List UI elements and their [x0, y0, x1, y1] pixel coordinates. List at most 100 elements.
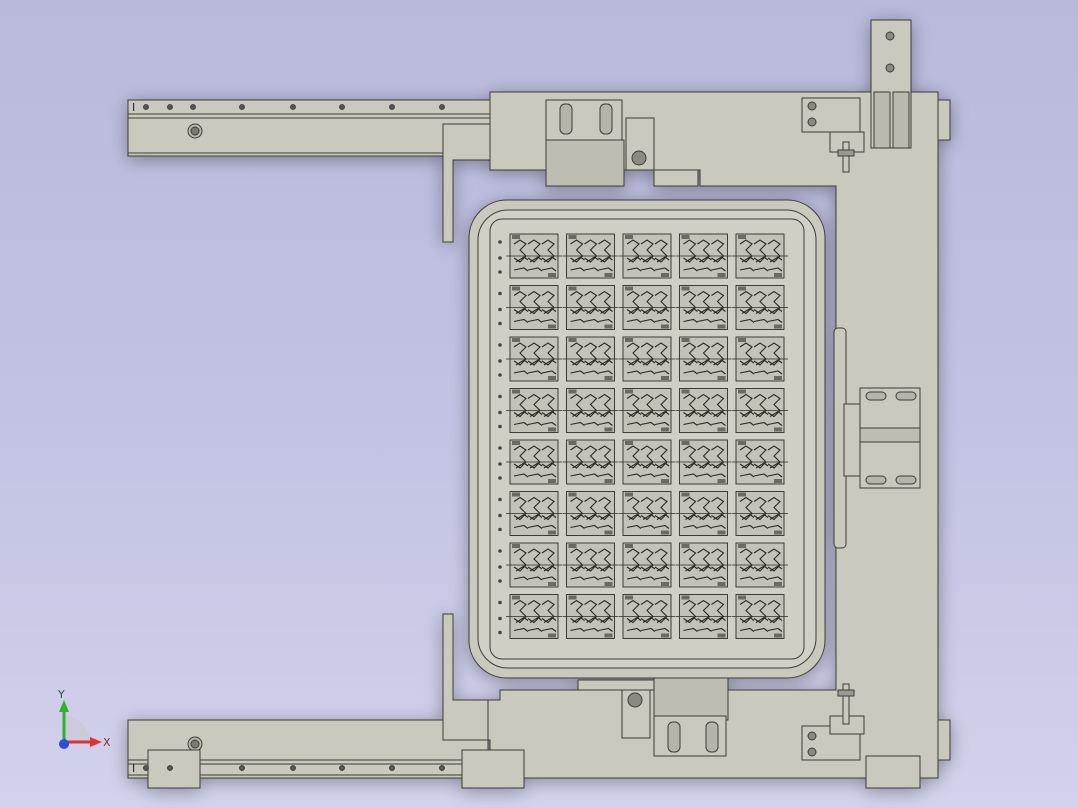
slide-block-right[interactable] [865, 755, 921, 789]
tray-part-cell[interactable] [619, 491, 675, 536]
bolt-hole [339, 765, 345, 771]
tray-part-cell[interactable] [732, 336, 788, 382]
tray-part-cell[interactable] [619, 594, 675, 639]
tray-pin [498, 321, 502, 326]
tray-part-cell[interactable] [562, 491, 619, 536]
tray-pin [498, 291, 502, 296]
tray-pin [498, 270, 502, 274]
tray-part-cell[interactable] [506, 439, 562, 485]
top-left-rail[interactable] [127, 99, 491, 157]
tray-part-cell[interactable] [506, 491, 562, 536]
tray-part-cell[interactable] [562, 233, 619, 279]
x-axis-arrowhead [90, 737, 102, 747]
bottom-clamp-block[interactable] [577, 675, 729, 757]
tray-part-cell[interactable] [675, 594, 732, 639]
tray-part-cell[interactable] [562, 594, 619, 639]
tray-part-cell[interactable] [506, 388, 562, 433]
slide-block-left[interactable] [147, 749, 201, 789]
tray-pin [498, 373, 502, 377]
bolt-hole [389, 104, 395, 110]
tray-part-cell[interactable] [732, 439, 788, 485]
tray-part-cell[interactable] [675, 388, 732, 433]
tray-part-cell[interactable] [562, 285, 619, 330]
tray-pin [498, 513, 502, 518]
bolt-hole [339, 104, 345, 110]
bolt-hole [143, 104, 149, 110]
tray-part-cell[interactable] [562, 542, 619, 588]
tray-pin [498, 565, 502, 569]
bolt-holes [143, 104, 445, 771]
tray-pin [498, 343, 502, 347]
tray-part-cell[interactable] [619, 542, 675, 588]
tray-pin [498, 394, 502, 399]
tray-part-cell[interactable] [562, 336, 619, 382]
corner-bracket[interactable] [870, 19, 912, 149]
tray-pin [498, 462, 502, 466]
top-rail-label: I [132, 101, 135, 114]
top-right-toggle-clamp[interactable] [801, 97, 865, 173]
coordinate-triad[interactable]: Y X [57, 688, 111, 749]
tray-part-cell[interactable] [675, 336, 732, 382]
tray-part-cell[interactable] [619, 285, 675, 330]
tray-pin [498, 410, 502, 415]
x-axis-label: X [103, 736, 111, 749]
tray-part-cell[interactable] [675, 233, 732, 279]
bottom-left-rail[interactable] [127, 719, 489, 779]
tray-pin [498, 579, 502, 583]
tray-part-cell[interactable] [619, 336, 675, 382]
tray-part-cell[interactable] [732, 233, 788, 279]
tray-pin [498, 359, 502, 363]
z-axis-origin [59, 739, 69, 749]
tray-part-cell[interactable] [562, 439, 619, 485]
tray-part-cell[interactable] [619, 233, 675, 279]
frame-edge-strip [937, 99, 951, 141]
tray-pin [498, 424, 502, 429]
tray-part-cell[interactable] [506, 594, 562, 639]
tray-pin [498, 446, 502, 450]
tray-part-cell[interactable] [675, 491, 732, 536]
tray-part-cell[interactable] [506, 233, 562, 279]
tray-pin [498, 527, 502, 532]
bottom-rail-label: I [132, 762, 135, 775]
tray-pocket-area[interactable] [489, 218, 805, 660]
tray-pin [498, 307, 502, 312]
tray-part-grid[interactable] [498, 233, 788, 639]
tray-part-cell[interactable] [506, 336, 562, 382]
tray-pin [498, 549, 502, 553]
tray-part-cell[interactable] [675, 542, 732, 588]
tray-part-cell[interactable] [506, 285, 562, 330]
top-clamp-block[interactable] [545, 99, 699, 187]
bottom-right-toggle-clamp[interactable] [801, 683, 865, 761]
tray-part-cell[interactable] [732, 285, 788, 330]
tray-part-cell[interactable] [732, 491, 788, 536]
tray-part-cell[interactable] [562, 388, 619, 433]
bolt-hole [143, 765, 149, 771]
tray-pin [498, 600, 502, 605]
tray-part-cell[interactable] [506, 542, 562, 588]
y-axis-label: Y [57, 688, 65, 701]
tray-part-cell[interactable] [619, 388, 675, 433]
bolt-hole [167, 765, 173, 771]
triad-plane-icon [64, 716, 90, 742]
bolt-hole [439, 104, 445, 110]
tray-pin [498, 497, 502, 502]
tray-pin [498, 256, 502, 260]
bolt-hole [439, 765, 445, 771]
tray-part-cell[interactable] [619, 439, 675, 485]
tray-part-cell[interactable] [732, 542, 788, 588]
bolt-hole [167, 104, 173, 110]
bolt-hole [389, 765, 395, 771]
tray-part-cell[interactable] [675, 439, 732, 485]
side-clamp-assembly[interactable] [833, 327, 921, 549]
tray-part-cell[interactable] [675, 285, 732, 330]
tray-pin [498, 630, 502, 635]
frame-edge-strip-lower [937, 719, 951, 761]
slide-block-center[interactable] [461, 749, 525, 789]
tray-part-cell[interactable] [732, 388, 788, 433]
tray-pin [498, 616, 502, 621]
tray-part-cell[interactable] [732, 594, 788, 639]
bolt-hole [239, 104, 245, 110]
tray-pin [498, 240, 502, 244]
